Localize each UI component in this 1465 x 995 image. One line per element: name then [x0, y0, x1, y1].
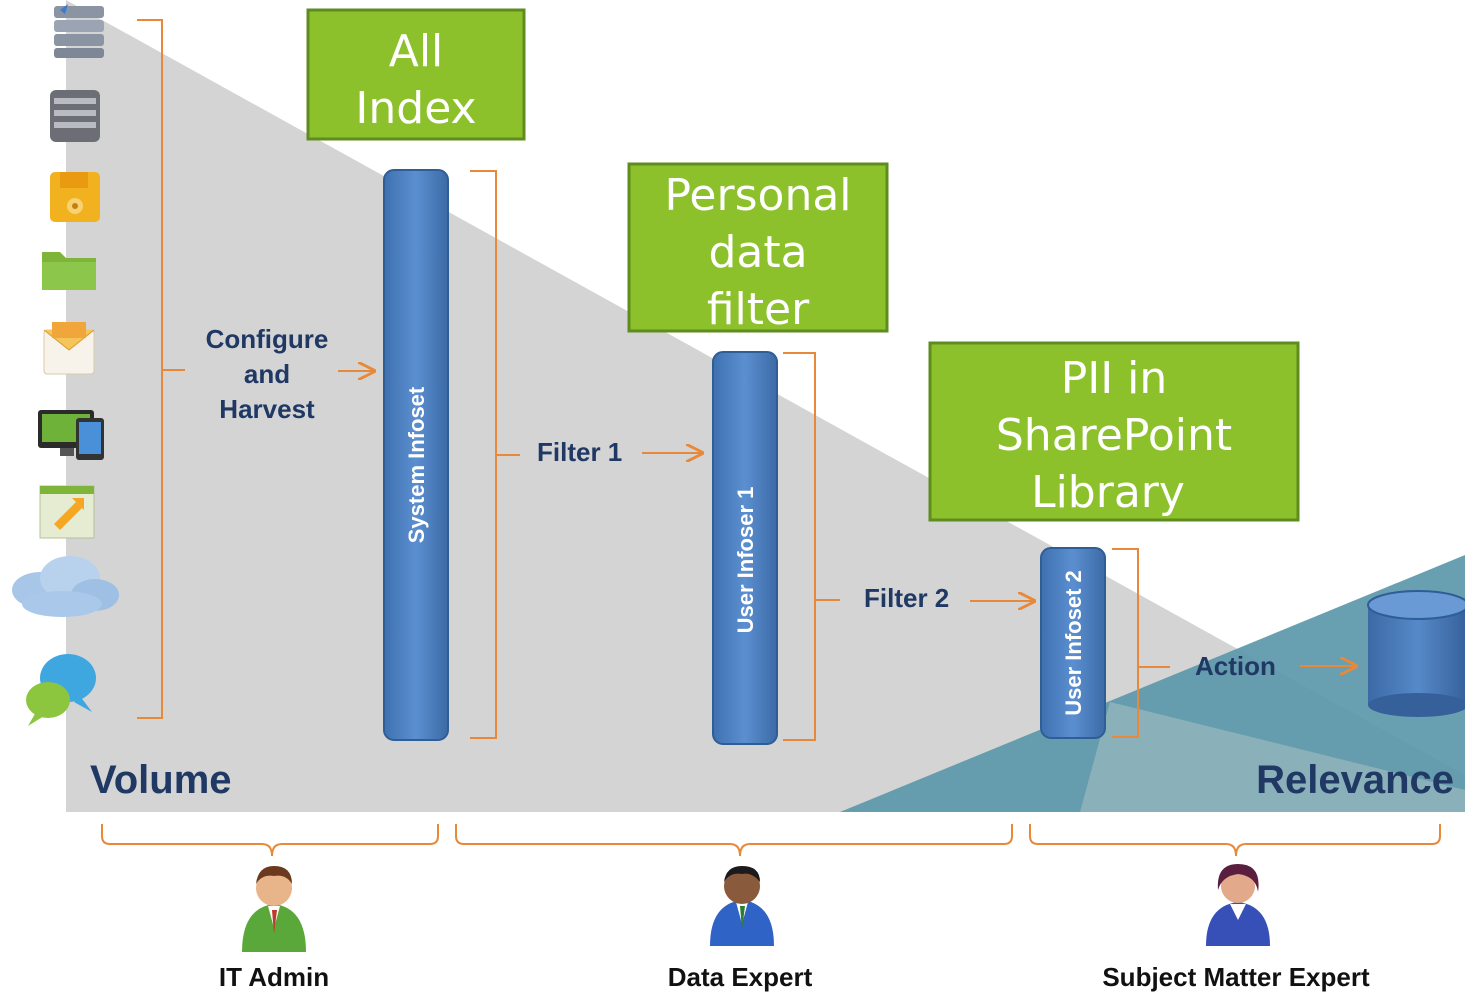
personal-data-line-3: filter: [707, 284, 810, 335]
system-infoset-label: System Infoset: [404, 386, 429, 543]
database-icon: [1367, 590, 1465, 717]
action-label: Action: [1195, 651, 1276, 681]
devices-icon: [38, 410, 104, 460]
user-infoset-2-label: User Infoset 2: [1061, 570, 1086, 716]
pii-line-3: Library: [1031, 467, 1185, 518]
data-expert-brace: [455, 824, 1013, 857]
overlap-region: [1080, 702, 1465, 812]
all-index-line-1: All: [389, 26, 444, 77]
it-admin-brace: [101, 824, 439, 857]
personal-data-line-2: data: [708, 227, 807, 278]
pii-line-2: SharePoint: [996, 410, 1232, 461]
sme-brace: [1029, 824, 1441, 857]
system-infoset-bracket: [470, 170, 520, 739]
filter-1-label: Filter 1: [537, 437, 622, 467]
server-stack-icon: [54, 4, 104, 58]
system-infoset-bar: [383, 169, 449, 741]
folder-icon: [42, 252, 96, 290]
user-infoset-2-bar: [1040, 547, 1106, 739]
cloud-icon: [12, 556, 119, 617]
filter-2-label: Filter 2: [864, 583, 949, 613]
user-infoset-2-bracket: [1112, 548, 1170, 738]
data-expert-label: Data Expert: [668, 962, 813, 992]
relevance-triangle: [840, 555, 1465, 812]
sme-label: Subject Matter Expert: [1102, 962, 1370, 992]
pii-sharepoint-callout: [928, 341, 1300, 522]
it-admin-person-icon: [242, 866, 306, 952]
email-icon: [43, 322, 95, 375]
user-infoset-1-label: User Infoser 1: [733, 487, 758, 634]
server-icon: [50, 90, 100, 142]
personal-data-filter-callout: [627, 162, 889, 333]
all-index-callout: [306, 8, 526, 141]
all-index-line-2: Index: [355, 83, 476, 134]
personal-data-line-1: Personal: [664, 170, 851, 221]
pii-line-1: PII in: [1061, 353, 1168, 404]
user-infoset-1-bracket: [783, 352, 840, 741]
chat-bubbles-icon: [26, 654, 96, 726]
floppy-disk-icon: [50, 172, 100, 222]
configure-label-line-1: Configure: [206, 324, 329, 354]
sources-bracket: [137, 19, 185, 719]
configure-label-line-3: Harvest: [219, 394, 315, 424]
data-expert-person-icon: [710, 866, 774, 946]
volume-label: Volume: [90, 758, 232, 802]
it-admin-label: IT Admin: [219, 962, 329, 992]
user-infoset-1-bar: [712, 351, 778, 745]
sharepoint-icon: [39, 485, 95, 539]
relevance-label: Relevance: [1256, 758, 1454, 802]
configure-label-line-2: and: [244, 359, 290, 389]
sme-person-icon: [1206, 864, 1270, 946]
